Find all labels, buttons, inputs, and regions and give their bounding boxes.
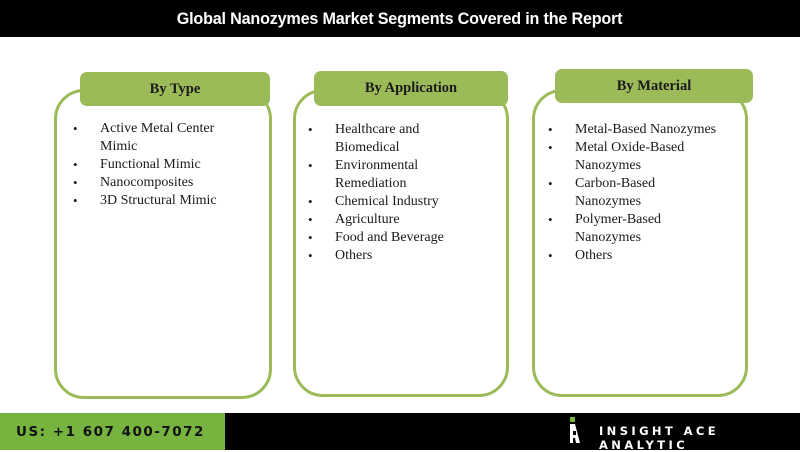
segment-header-material: By Material	[555, 69, 753, 103]
bullet-icon: •	[548, 176, 553, 191]
footer-brand-bar	[225, 413, 800, 450]
segment-header-application: By Application	[314, 71, 508, 106]
page-title: Global Nanozymes Market Segments Covered…	[177, 8, 623, 28]
list-item: •Metal-Based Nanozymes	[548, 122, 717, 137]
segment-box-application	[293, 89, 509, 397]
list-item: •Functional Mimic	[73, 157, 201, 172]
segment-title: By Application	[364, 80, 458, 96]
list-item: •Food and Beverage	[308, 230, 444, 245]
segment-list-type: •Active Metal Center Mimic •Functional M…	[62, 120, 262, 210]
bullet-icon: •	[308, 158, 313, 173]
list-item: •Metal Oxide-Based Nanozymes	[548, 140, 685, 173]
bullet-icon: •	[308, 248, 313, 263]
list-item: •Carbon-Based Nanozymes	[548, 176, 656, 209]
brand-name: INSIGHT ACE ANALYTIC	[599, 424, 719, 452]
list-item: •Healthcare and Biomedical	[308, 122, 420, 155]
bullet-icon: •	[73, 193, 78, 208]
bullet-icon: •	[308, 194, 313, 209]
bullet-icon: •	[548, 212, 553, 227]
bullet-icon: •	[308, 230, 313, 245]
insight-ace-logo-icon	[570, 417, 580, 443]
bullet-icon: •	[73, 157, 78, 172]
bullet-icon: •	[548, 122, 553, 137]
segment-header-type: By Type	[80, 72, 270, 106]
list-item: •Nanocomposites	[73, 175, 194, 190]
bullet-icon: •	[308, 212, 313, 227]
footer-contact: US: +1 607 400-7072	[0, 413, 225, 450]
list-item: •Active Metal Center Mimic	[73, 121, 215, 154]
list-item: •3D Structural Mimic	[73, 193, 217, 208]
bullet-icon: •	[73, 121, 78, 136]
list-item: •Others	[548, 248, 613, 263]
bullet-icon: •	[73, 175, 78, 190]
segment-box-material	[532, 89, 748, 397]
segment-box-type	[54, 89, 272, 399]
segment-list-material: •Metal-Based Nanozymes •Metal Oxide-Base…	[537, 121, 742, 265]
list-item: •Others	[308, 248, 373, 263]
bullet-icon: •	[308, 122, 313, 137]
list-item: •Polymer-Based Nanozymes	[548, 212, 662, 245]
bullet-icon: •	[548, 140, 553, 155]
list-item: •Chemical Industry	[308, 194, 439, 209]
segment-title: By Material	[616, 77, 692, 94]
bullet-icon: •	[548, 248, 553, 263]
title-bar: Global Nanozymes Market Segments Covered…	[0, 0, 800, 37]
list-item: •Environmental Remediation	[308, 158, 419, 191]
segment-title: By Type	[149, 80, 201, 97]
phone-number[interactable]: US: +1 607 400-7072	[16, 423, 205, 440]
segment-list-application: •Healthcare and Biomedical •Environmenta…	[297, 121, 497, 265]
list-item: •Agriculture	[308, 212, 400, 227]
